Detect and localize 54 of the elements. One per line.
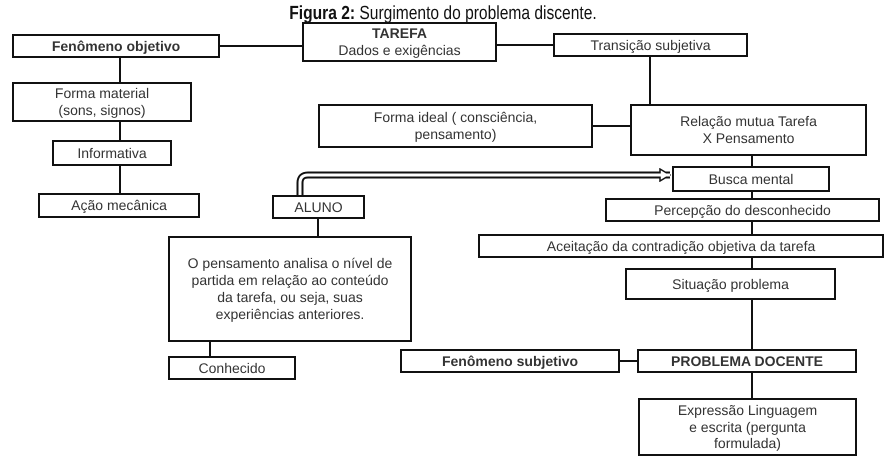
text-box (52, 140, 172, 166)
connector-line (751, 192, 753, 198)
text-box (637, 349, 857, 373)
connector-line (209, 342, 211, 356)
text-box (168, 356, 296, 380)
text-box (38, 193, 200, 218)
box-text: Dados e exigências (338, 42, 461, 59)
text-box (630, 104, 867, 156)
connector-line (119, 166, 121, 193)
text-box (302, 22, 497, 62)
text-box (638, 398, 857, 456)
box-text: O pensamento analisa o nível de partida em relação ao conteúdo da tarefa, ou seja, suas experiências anteriores. (186, 255, 394, 323)
box-text: Percepção do desconhecido (654, 202, 831, 218)
text-box (168, 236, 412, 342)
box-text: Conhecido (198, 360, 266, 376)
connector-line (751, 373, 753, 398)
box-text: Expressão Linguagem e escrita (pergunta formulada) (676, 402, 818, 452)
text-box (318, 104, 593, 148)
box-heading: TAREFA (372, 25, 427, 42)
figure-title: Figura 2: Surgimento do problema discente. (288, 3, 598, 25)
box-text: Situação problema (672, 276, 789, 292)
text-box (625, 268, 836, 300)
box-text: Ação mecânica (71, 197, 167, 214)
connector-line (751, 222, 753, 234)
connector-line (751, 156, 753, 166)
text-box (672, 166, 830, 192)
box-text: PROBLEMA DOCENTE (671, 352, 823, 370)
connector-line (649, 57, 651, 104)
text-box (12, 82, 192, 122)
connector-line (593, 125, 630, 127)
text-box (553, 33, 748, 57)
box-text: Informativa (77, 144, 147, 162)
box-text: Fenômeno objetivo (52, 38, 180, 54)
box-text: Transição subjetiva (590, 36, 711, 54)
box-text: Fenômeno subjetivo (442, 352, 578, 370)
box-text: Relação mutua Tarefa X Pensamento (679, 113, 818, 147)
connector-line (497, 44, 553, 46)
connector-line (317, 219, 319, 236)
connector-line (119, 58, 121, 82)
connector-line (751, 258, 753, 268)
box-text: ALUNO (294, 198, 343, 216)
connector-line (119, 122, 121, 140)
box-text: Aceitação da contradição objetiva da tarefa (546, 238, 816, 254)
box-text: Busca mental (708, 170, 794, 188)
connector-line (620, 360, 637, 362)
box-text: Forma ideal ( consciência, pensamento) (372, 109, 538, 143)
connector-line (220, 45, 302, 47)
box-text: Forma material (sons, signos) (54, 85, 150, 119)
connector-line (751, 300, 753, 349)
text-box (605, 198, 880, 222)
text-box (272, 195, 365, 219)
text-box (478, 234, 884, 258)
text-box (12, 34, 220, 58)
text-box (400, 349, 620, 373)
